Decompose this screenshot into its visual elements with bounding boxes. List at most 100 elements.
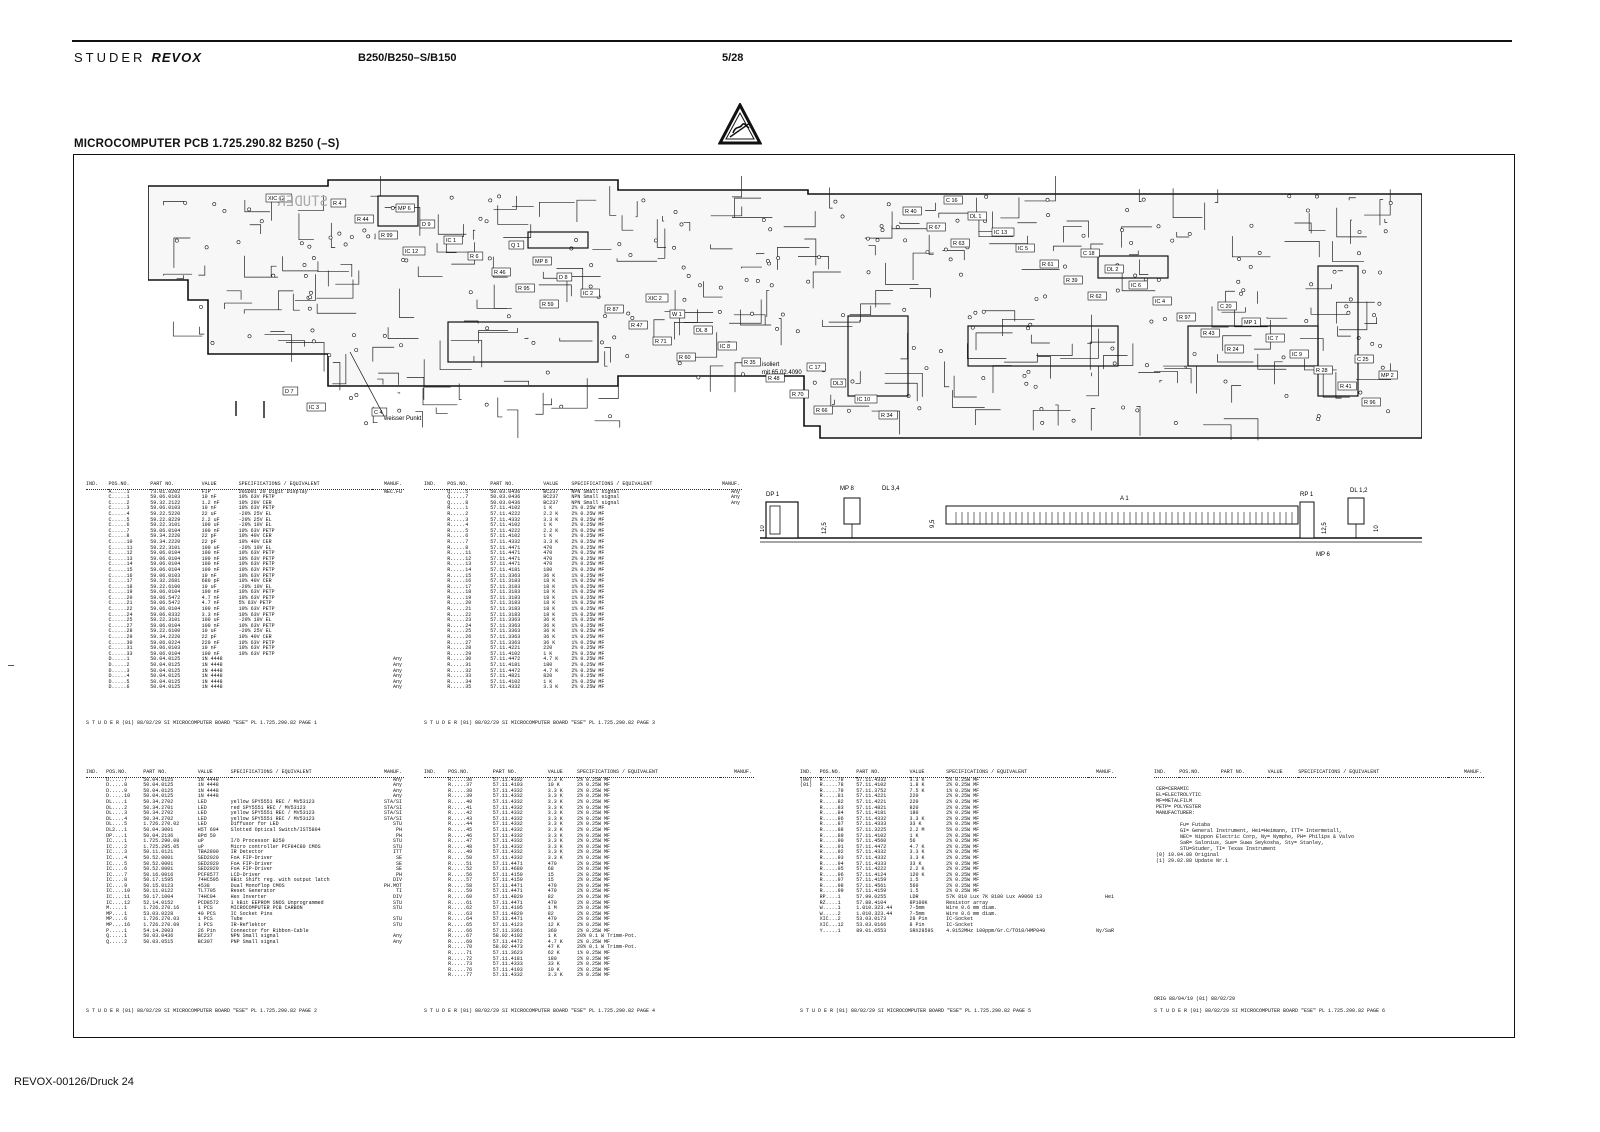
table-cell: 57.11.4222 (490, 510, 521, 517)
table-cell: 59.06.5472 (150, 594, 181, 601)
table-cell: R.....81 (819, 793, 844, 800)
table-cell: IC....2 (106, 843, 128, 850)
table-cell: 1N 4448 (197, 776, 219, 783)
table-cell: Wire 0.6 mm diam. (946, 905, 998, 912)
table-cell: 3.3 K (909, 854, 925, 861)
table-cell: 2% 0.25W MF (576, 787, 610, 794)
table-cell: 3.3 K (543, 516, 559, 523)
table-cell: 100 nF (201, 527, 220, 534)
table-cell: 57.11.4159 (856, 888, 887, 895)
table-cell: -20% 25V EL (238, 628, 272, 635)
table-cell: Any (392, 656, 402, 663)
table-cell: 59.06.0103 (150, 645, 181, 652)
table-cell: 2% 0.25W MF (946, 843, 980, 850)
table-cell: 50.04.0125 (150, 678, 181, 685)
table-cell: 2% 0.25W MF (946, 877, 980, 884)
column-header: MANUF. (719, 769, 754, 778)
pcb-component-label: MP 1 (1244, 320, 1257, 326)
pcb-component-label: IC 7 (1268, 336, 1278, 342)
pcb-component-label: C 20 (1220, 304, 1232, 310)
table-cell: STU (392, 922, 402, 929)
table-cell: 57.11.4332 (492, 821, 523, 828)
table-cell: red SPY5551 REC / MV53123 (230, 804, 306, 811)
column-header: PART NO. (490, 481, 544, 490)
table-cell: 1N 4448 (197, 782, 219, 789)
table-cell: 50.03.0436 (143, 933, 174, 940)
table-cell: 2% 0.25W MF (571, 538, 605, 545)
table-cell: R.....52 (448, 866, 473, 873)
table-cell: 2% 0.25W MF (946, 849, 980, 856)
table-cell: STA/SI (383, 798, 402, 805)
table-cell: M.....1 (106, 905, 128, 912)
table-cell: SE (395, 860, 402, 867)
table-cell: 36 K (543, 617, 556, 624)
table-cell: 2% 0.25W MF (576, 966, 610, 973)
table-cell: R.....73 (448, 961, 473, 968)
table-cell: C.....18 (108, 583, 133, 590)
header-rule (72, 40, 1512, 70)
table-cell: 74HC04 (197, 894, 216, 901)
pcb-component-label: R 62 (1090, 294, 1102, 300)
table-cell: R.....31 (447, 662, 472, 668)
table-cell: 18 K (543, 600, 556, 607)
pcb-component-label: IC 6 (1131, 283, 1141, 289)
table-cell: DP....1 (106, 832, 128, 839)
table-cell: 57.11.4332 (492, 798, 523, 805)
table-cell: 7.5 K (909, 787, 925, 794)
table-cell: 57.11.3752 (856, 787, 887, 794)
table-cell: -20% 25V EL (238, 510, 272, 517)
table-cell: SED2020 (197, 854, 219, 861)
table-cell: R.....48 (448, 843, 473, 850)
table-cell: 1.726.270.03 (143, 916, 180, 923)
table-cell: 57.11.3363 (490, 622, 521, 629)
table-cell: 3.3 K (543, 538, 559, 545)
table-cell: R.....82 (819, 798, 844, 805)
table-cell: 100 uF (201, 544, 220, 551)
table-cell: STU (392, 821, 402, 828)
table-cell: 57.11.4471 (492, 899, 523, 906)
table-cell: 100 nF (201, 622, 220, 629)
table-cell: 50.52.0001 (143, 860, 174, 867)
table-cell: 820 (543, 673, 553, 680)
column-header: POS.NO. (819, 769, 857, 778)
column-header: MANUF. (1447, 769, 1484, 778)
table-cell: Any (392, 933, 402, 940)
pcb-component-label: IC 9 (1292, 352, 1302, 358)
table-cell: 1% 0.25W MF (946, 787, 980, 794)
table-cell: 22 uF (201, 510, 217, 517)
table-cell: 82 (547, 910, 554, 917)
table-cell: 1 K (909, 832, 919, 839)
table-cell (424, 685, 447, 691)
document-reference: REVOX-00126/Druck 24 (14, 1076, 134, 1088)
table-cell: PH (395, 871, 402, 878)
table-cell: R.....98 (819, 882, 844, 889)
table-cell: 50.03.0436 (490, 494, 521, 501)
table-cell: 2% 0.25W MF (571, 505, 605, 512)
table-cell: 5% 63V PETP (238, 600, 272, 607)
table-cell: R.....41 (448, 804, 473, 811)
table-cell: 1N 4448 (201, 667, 223, 674)
